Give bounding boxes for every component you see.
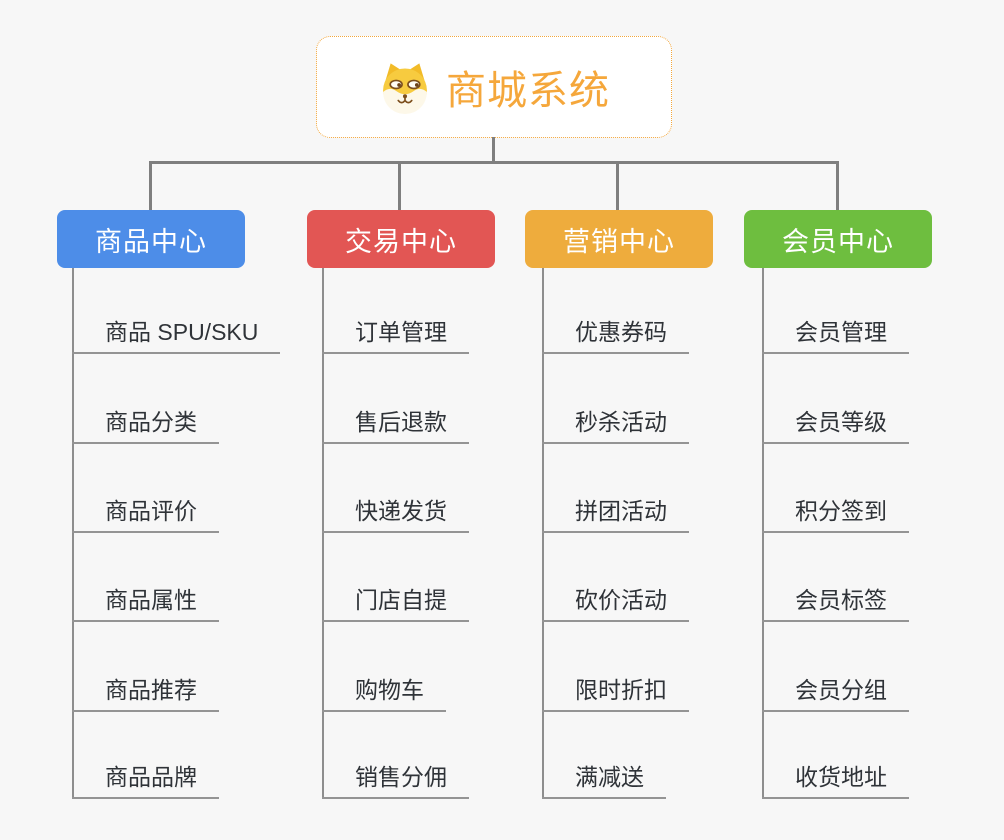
trunk-line-product xyxy=(72,268,74,799)
root-title: 商城系统 xyxy=(446,69,610,113)
trunk-line-trade xyxy=(322,268,324,799)
leaf-node-sales-commission[interactable]: 销售分佣 xyxy=(322,757,469,799)
leaf-node-bargain-activity[interactable]: 砍价活动 xyxy=(542,580,689,622)
root-node[interactable]: 商城系统 xyxy=(316,36,672,138)
leaf-node-coupon-code[interactable]: 优惠券码 xyxy=(542,312,689,354)
leaf-node-product-spu-sku[interactable]: 商品 SPU/SKU xyxy=(72,312,281,354)
connector-drop-product xyxy=(149,163,152,210)
connector-drop-trade xyxy=(398,163,401,210)
leaf-node-member-management[interactable]: 会员管理 xyxy=(762,312,909,354)
connector-drop-member xyxy=(836,163,839,210)
leaf-node-product-category[interactable]: 商品分类 xyxy=(72,402,219,444)
leaf-node-product-review[interactable]: 商品评价 xyxy=(72,491,219,533)
branch-node-trade-center[interactable]: 交易中心 xyxy=(307,210,495,268)
connector-root-vertical xyxy=(492,137,495,163)
branch-node-marketing-center[interactable]: 营销中心 xyxy=(525,210,713,268)
trunk-line-marketing xyxy=(542,268,544,799)
branch-node-product-center[interactable]: 商品中心 xyxy=(57,210,245,268)
leaf-node-full-reduction[interactable]: 满减送 xyxy=(542,757,666,799)
leaf-node-flash-sale[interactable]: 秒杀活动 xyxy=(542,402,689,444)
trunk-line-member xyxy=(762,268,764,799)
leaf-node-shipping-address[interactable]: 收货地址 xyxy=(762,757,909,799)
leaf-node-aftersale-refund[interactable]: 售后退款 xyxy=(322,402,469,444)
leaf-node-group-buy[interactable]: 拼团活动 xyxy=(542,491,689,533)
leaf-node-product-brand[interactable]: 商品品牌 xyxy=(72,757,219,799)
leaf-node-product-recommend[interactable]: 商品推荐 xyxy=(72,670,219,712)
leaf-node-product-attribute[interactable]: 商品属性 xyxy=(72,580,219,622)
leaf-node-order-management[interactable]: 订单管理 xyxy=(322,312,469,354)
leaf-node-member-level[interactable]: 会员等级 xyxy=(762,402,909,444)
connector-horizontal-bar xyxy=(149,161,839,164)
leaf-node-express-delivery[interactable]: 快递发货 xyxy=(322,491,469,533)
leaf-node-time-limited-discount[interactable]: 限时折扣 xyxy=(542,670,689,712)
leaf-node-member-group[interactable]: 会员分组 xyxy=(762,670,909,712)
leaf-node-store-pickup[interactable]: 门店自提 xyxy=(322,580,469,622)
leaf-node-shopping-cart[interactable]: 购物车 xyxy=(322,670,446,712)
doge-icon xyxy=(383,63,427,114)
connector-drop-marketing xyxy=(616,163,619,210)
leaf-node-member-tag[interactable]: 会员标签 xyxy=(762,580,909,622)
branch-node-member-center[interactable]: 会员中心 xyxy=(744,210,932,268)
leaf-node-points-checkin[interactable]: 积分签到 xyxy=(762,491,909,533)
